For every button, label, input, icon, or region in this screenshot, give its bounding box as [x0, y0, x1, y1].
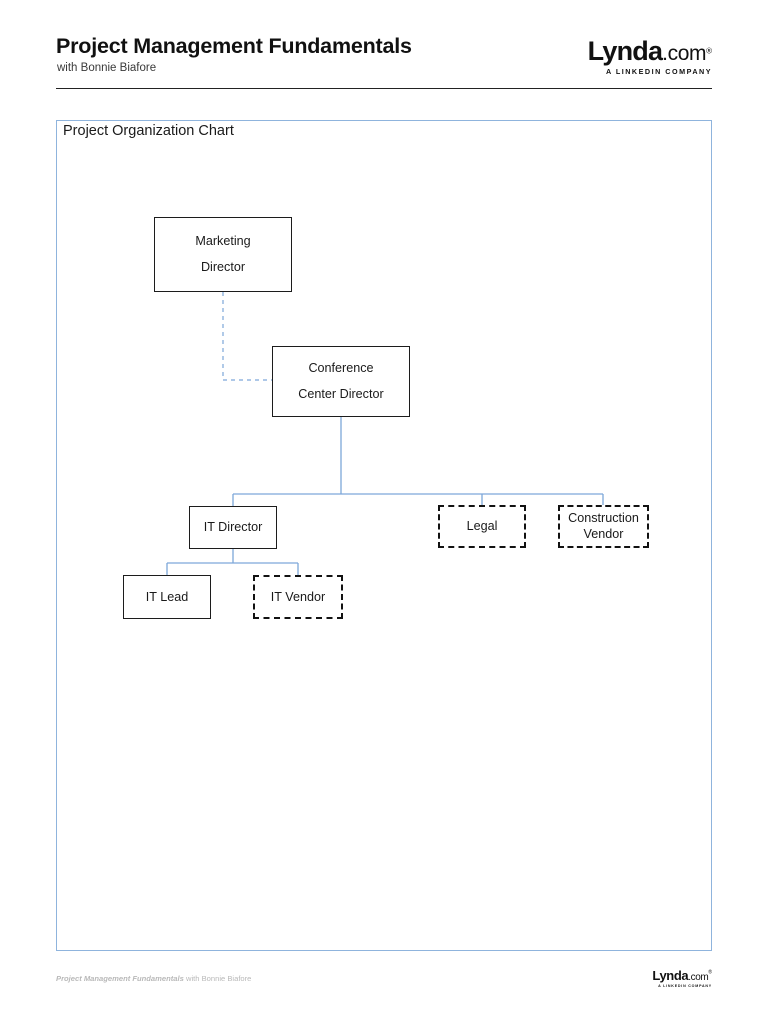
- node-label-line: IT Vendor: [270, 589, 326, 604]
- footer-lynda-logo-tagline: A LINKEDIN COMPANY: [658, 984, 712, 988]
- footer-registered-mark-icon: ®: [708, 969, 712, 976]
- org-chart: Marketing Director Conference Center Dir…: [57, 121, 713, 952]
- lynda-logo-tagline: A LINKEDIN COMPANY: [605, 67, 712, 76]
- node-conference-center-director[interactable]: Conference Center Director: [272, 346, 410, 417]
- node-label-line: IT Lead: [145, 589, 189, 604]
- footer-lynda-logo-name: Lynda: [652, 968, 689, 983]
- footer-course-title: Project Management Fundamentals: [56, 974, 184, 983]
- footer-course-author: with Bonnie Biafore: [183, 974, 252, 983]
- registered-mark-icon: ®: [706, 46, 712, 56]
- node-marketing-director[interactable]: Marketing Director: [154, 217, 292, 292]
- edge-marketing-to-conference: [222, 292, 272, 381]
- page-header: Project Management Fundamentals with Bon…: [56, 34, 712, 90]
- chart-title: Project Organization Chart: [63, 123, 234, 139]
- lynda-logo: Lynda.com® A LINKEDIN COMPANY: [560, 36, 712, 76]
- node-it-lead[interactable]: IT Lead: [123, 575, 211, 619]
- page-title: Project Management Fundamentals: [56, 34, 412, 58]
- course-author: with Bonnie Biafore: [57, 62, 157, 74]
- node-construction-vendor[interactable]: Construction Vendor: [558, 505, 649, 548]
- footer-lynda-logo: Lynda.com® A LINKEDIN COMPANY: [600, 968, 712, 989]
- lynda-logo-domain: .com: [662, 42, 707, 65]
- node-label-line: IT Director: [203, 520, 263, 535]
- footer-lynda-logo-domain: .com: [688, 972, 709, 983]
- lynda-logo-name: Lynda: [587, 36, 663, 66]
- node-it-director[interactable]: IT Director: [189, 506, 277, 549]
- slide-content-panel: Project Organization Chart Marketing Dir…: [56, 120, 712, 951]
- node-label-line: Conference: [308, 361, 374, 376]
- node-label-line: Legal: [466, 519, 498, 534]
- node-label-line: Marketing: [195, 234, 251, 249]
- footer-caption: Project Management Fundamentals with Bon…: [56, 974, 251, 983]
- org-chart-connectors: [166, 292, 604, 575]
- node-label-line: Vendor: [583, 527, 624, 541]
- header-divider: [56, 88, 712, 89]
- node-legal[interactable]: Legal: [438, 505, 526, 548]
- node-it-vendor[interactable]: IT Vendor: [253, 575, 343, 619]
- node-label-line: Center Director: [298, 387, 384, 401]
- node-label-line: Director: [200, 260, 246, 274]
- node-label-line: Construction: [568, 511, 639, 526]
